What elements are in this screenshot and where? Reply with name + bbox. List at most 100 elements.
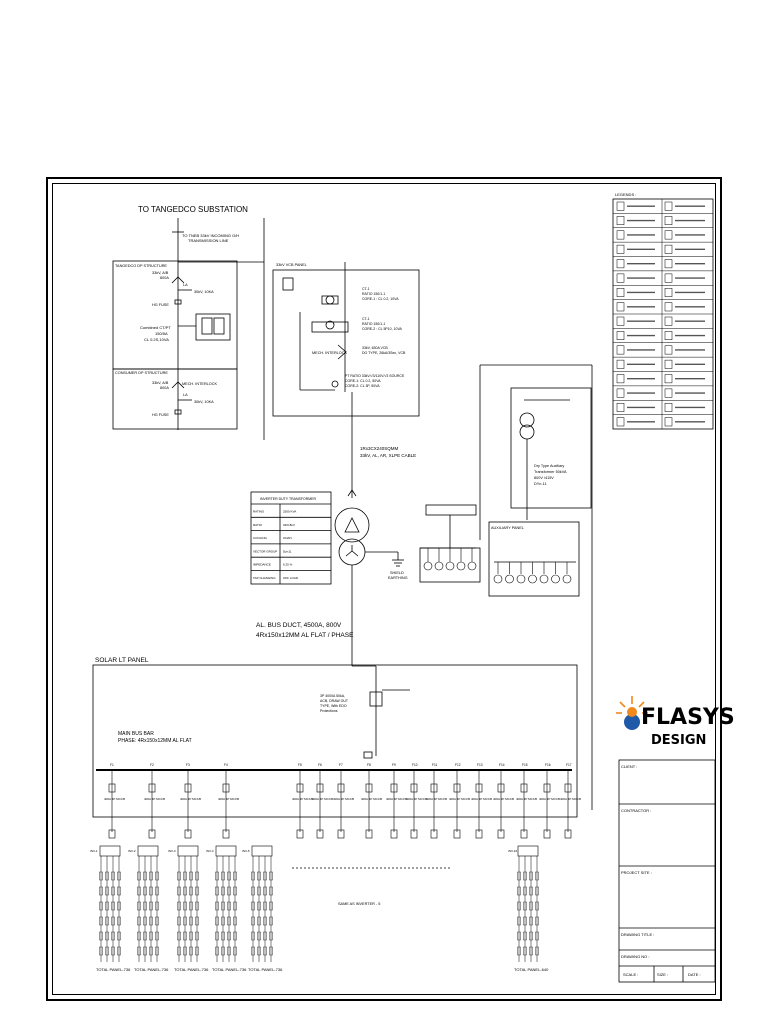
pv-module: [155, 901, 159, 911]
feeder-label: F6: [318, 763, 322, 767]
hg-fuse-2: HG FUSE: [152, 413, 169, 417]
pv-module: [99, 916, 103, 926]
pv-module: [233, 916, 237, 926]
substation-title: TO TANGEDCO SUBSTATION: [138, 205, 248, 214]
legend-symbol-icon: [664, 216, 673, 225]
pv-module: [215, 946, 219, 956]
pv-module: [143, 916, 147, 926]
pv-module: [251, 931, 255, 941]
pv-module: [189, 886, 193, 896]
pv-module: [183, 946, 187, 956]
title-block: [618, 759, 716, 983]
drawing-inner-border: [52, 183, 716, 995]
tb-contractor: CONTRACTOR :: [621, 808, 651, 813]
pv-module: [117, 931, 121, 941]
pv-module: [105, 946, 109, 956]
pv-module: [189, 931, 193, 941]
pv-module: [529, 931, 533, 941]
feeder-label: F11: [432, 763, 437, 767]
feeder-label: F10: [412, 763, 418, 767]
feeder-label: F9: [392, 763, 396, 767]
logo-line1: FLASYS: [641, 705, 735, 730]
star-symbol: [345, 545, 359, 557]
pv-module: [137, 886, 141, 896]
legend-symbol-icon: [616, 388, 625, 398]
small-aux-meter-icon: [456, 561, 466, 571]
hg-fuse-2-symbol: [174, 409, 182, 415]
feeder-mccb-symbol: [543, 783, 551, 793]
feeder-mccb-symbol: [453, 783, 461, 793]
aux-panel-meter-icon: [528, 574, 537, 584]
pv-module: [269, 916, 273, 926]
pv-module: [183, 871, 187, 881]
feeder-isolator-symbol: [430, 829, 438, 839]
solar-lt-panel-label: SOLAR LT PANEL: [95, 657, 149, 664]
legend-symbol-icon: [664, 273, 673, 283]
pv-module: [143, 946, 147, 956]
legend-symbol-icon: [616, 374, 625, 384]
pv-module: [117, 916, 121, 926]
pv-module: [183, 901, 187, 911]
feeder-mccb-label: 400A 3P MCCB: [426, 797, 447, 801]
pv-module: [137, 931, 141, 941]
pv-module: [149, 916, 153, 926]
vcb-panel-box: [272, 269, 420, 417]
pv-module: [189, 901, 193, 911]
pv-module: [227, 916, 231, 926]
pv-module: [99, 931, 103, 941]
legend-symbol-icon: [616, 316, 625, 326]
pt-detail-1: PT RATIO 33kV/√3/110V/√3 SOURCE: [345, 374, 405, 378]
feeder-mccb-label: 400A 3P MCCB: [292, 797, 313, 801]
inverter-box: [517, 845, 539, 857]
acb-note-2: ACB, DRAW OUT: [320, 699, 349, 703]
pv-module: [195, 886, 199, 896]
tangedco-ab-2: 800A: [160, 276, 169, 280]
ct2-detail-2: CORE-2 : CL 5P10, 10VA: [362, 327, 403, 331]
feeder-mccb-symbol: [390, 783, 398, 793]
inverter-box: [137, 845, 159, 857]
feeder-isolator-symbol: [390, 829, 398, 839]
ct2-detail-1: RATIO 150/1-1: [362, 322, 385, 326]
pv-module: [183, 886, 187, 896]
feeder-label: F15: [522, 763, 528, 767]
pv-module: [535, 916, 539, 926]
pv-module: [105, 931, 109, 941]
legend-symbol-icon: [616, 201, 625, 211]
feeder-isolator-symbol: [453, 829, 461, 839]
vcb-breaker-symbol: [337, 344, 347, 360]
isolator-2: [171, 381, 185, 389]
pv-module: [183, 931, 187, 941]
idt-row-value: 33/0.8kV: [283, 523, 295, 527]
combined-ctpt-3: CL 0.2S,10VA: [144, 337, 169, 342]
legend-symbol-icon: [616, 403, 625, 412]
pv-module: [215, 931, 219, 941]
pv-module: [117, 901, 121, 911]
auxiliary-panel-box: [488, 521, 580, 597]
aux-transformer-box: [510, 387, 592, 509]
tangedco-dp-structure-box: [112, 260, 238, 370]
pv-module: [143, 886, 147, 896]
pv-module: [111, 886, 115, 896]
feeder-label: F2: [150, 763, 154, 767]
pv-module: [111, 871, 115, 881]
ctpt-pt-box: [213, 317, 225, 335]
small-aux-meter-icon: [423, 561, 433, 571]
pv-module: [227, 871, 231, 881]
combined-ctpt-2: 150/5A: [155, 331, 168, 336]
vcb-detail-2: DO TYPE, 26kA/3Sec, VCB: [362, 351, 406, 355]
legend-symbol-icon: [616, 331, 625, 340]
feeder-label: F16: [545, 763, 551, 767]
inverter-label: INV-1: [90, 849, 98, 853]
aux-transformer-1: Dry Type Auxiliary: [534, 464, 564, 468]
legend-symbol-icon: [664, 359, 673, 369]
la-rating-2: 30kV, 10KA: [194, 400, 214, 404]
feeder-mccb-label: 400A 3P MCCB: [312, 797, 333, 801]
pv-module: [529, 901, 533, 911]
feeder-label: F7: [339, 763, 343, 767]
pv-module: [523, 946, 527, 956]
pv-module: [251, 901, 255, 911]
acb-note-3: TYPE, With EDO: [320, 704, 347, 708]
legend-symbol-icon: [616, 345, 625, 355]
total-panel-label: TOTAL PANEL-736: [248, 967, 283, 972]
small-aux-meter-icon: [434, 561, 444, 571]
